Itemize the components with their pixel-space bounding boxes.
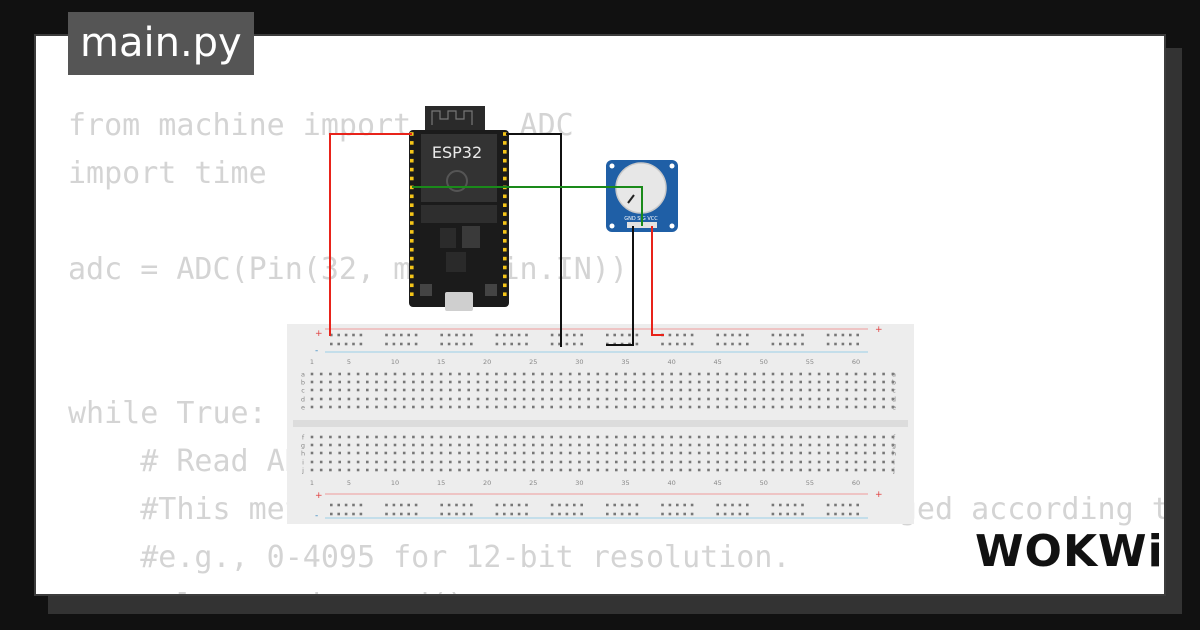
file-tab[interactable]: main.py bbox=[68, 12, 254, 75]
column-number: 55 bbox=[806, 358, 814, 366]
pot-mount-hole bbox=[609, 163, 615, 169]
wires bbox=[329, 133, 664, 347]
row-letter: d bbox=[301, 395, 305, 403]
column-number: 1 bbox=[310, 358, 314, 366]
row-letter: f bbox=[302, 433, 305, 441]
chip-driver bbox=[446, 252, 466, 272]
breadboard-holes bbox=[310, 372, 895, 472]
code-line: import time bbox=[68, 156, 267, 191]
pot-mount-hole bbox=[609, 223, 615, 229]
row-letter: e bbox=[301, 403, 305, 411]
rail-plus-label-bottom: + bbox=[315, 491, 323, 501]
row-letter: b bbox=[892, 378, 896, 386]
column-number: 30 bbox=[575, 479, 583, 487]
wire-pot-gnd-black[interactable] bbox=[606, 226, 634, 346]
column-number: 45 bbox=[714, 358, 722, 366]
row-letter: i bbox=[302, 458, 304, 466]
column-number: 25 bbox=[529, 358, 537, 366]
antenna-trace-icon bbox=[431, 110, 473, 125]
column-number: 25 bbox=[529, 479, 537, 487]
wokwi-logo: WOKWi bbox=[975, 526, 1164, 577]
column-number: 45 bbox=[714, 479, 722, 487]
row-letter: c bbox=[892, 386, 896, 394]
row-letter: h bbox=[301, 449, 305, 457]
esp32-antenna bbox=[425, 106, 485, 132]
row-letter: a bbox=[301, 370, 305, 378]
row-letter: h bbox=[892, 449, 896, 457]
column-number: 10 bbox=[391, 479, 399, 487]
row-letter: a bbox=[892, 370, 896, 378]
column-number: 10 bbox=[391, 358, 399, 366]
code-line: value = adc.read() bbox=[68, 582, 1164, 594]
code-line: while True: bbox=[68, 396, 267, 431]
column-number: 50 bbox=[760, 358, 768, 366]
pot-mount-hole bbox=[669, 163, 675, 169]
chip-usb-uart bbox=[462, 226, 480, 248]
column-number: 5 bbox=[347, 358, 351, 366]
esp32-label: ESP32 bbox=[432, 143, 482, 162]
column-number: 35 bbox=[621, 479, 629, 487]
row-letter: g bbox=[301, 441, 305, 449]
row-letter: d bbox=[892, 395, 896, 403]
column-number: 55 bbox=[806, 479, 814, 487]
pot-mount-hole bbox=[669, 223, 675, 229]
wire-signal-green[interactable] bbox=[412, 186, 643, 226]
espressif-logo-icon bbox=[446, 170, 468, 192]
column-number: 15 bbox=[437, 479, 445, 487]
row-letter: c bbox=[301, 386, 305, 394]
column-number: 1 bbox=[310, 479, 314, 487]
column-number: 20 bbox=[483, 358, 491, 366]
row-letter: g bbox=[892, 441, 896, 449]
rail-minus-label-top: - bbox=[315, 346, 318, 356]
row-letter: j bbox=[892, 466, 895, 474]
rail-plus-label-bottom-right: + bbox=[875, 490, 883, 500]
row-letter: b bbox=[301, 378, 305, 386]
esp32-pin-headers bbox=[410, 132, 507, 296]
row-letter: e bbox=[892, 403, 896, 411]
row-letter: j bbox=[301, 466, 304, 474]
row-letter: i bbox=[893, 458, 895, 466]
wire-gnd-black[interactable] bbox=[506, 133, 562, 347]
rail-plus-label-top-right: + bbox=[875, 325, 883, 335]
wire-pot-vcc-red[interactable] bbox=[651, 226, 664, 336]
rail-plus-label-top: + bbox=[315, 329, 323, 339]
esp32-module-base bbox=[421, 205, 497, 223]
column-number: 60 bbox=[852, 479, 860, 487]
column-number: 35 bbox=[621, 358, 629, 366]
en-button[interactable] bbox=[485, 284, 497, 296]
row-letter: f bbox=[893, 433, 896, 441]
breadboard[interactable]: + - + + + - 1155101015152020252530303535… bbox=[287, 324, 914, 524]
breadboard-rail-holes bbox=[330, 333, 859, 516]
rail-minus-label-bottom: - bbox=[315, 511, 318, 521]
code-line: #e.g., 0-4095 for 12-bit resolution. bbox=[68, 540, 791, 575]
column-number: 50 bbox=[760, 479, 768, 487]
column-number: 15 bbox=[437, 358, 445, 366]
pot-knob-indicator bbox=[627, 194, 635, 204]
chip-regulator bbox=[440, 228, 456, 248]
breadboard-center-channel bbox=[293, 420, 908, 427]
column-number: 60 bbox=[852, 358, 860, 366]
column-number: 5 bbox=[347, 479, 351, 487]
wire-vcc-red[interactable] bbox=[329, 133, 412, 336]
column-number: 30 bbox=[575, 358, 583, 366]
column-number: 20 bbox=[483, 479, 491, 487]
esp32-board[interactable]: ESP32 bbox=[409, 106, 509, 311]
usb-port bbox=[445, 292, 473, 311]
column-number: 40 bbox=[667, 358, 675, 366]
boot-button[interactable] bbox=[420, 284, 432, 296]
column-number: 40 bbox=[667, 479, 675, 487]
